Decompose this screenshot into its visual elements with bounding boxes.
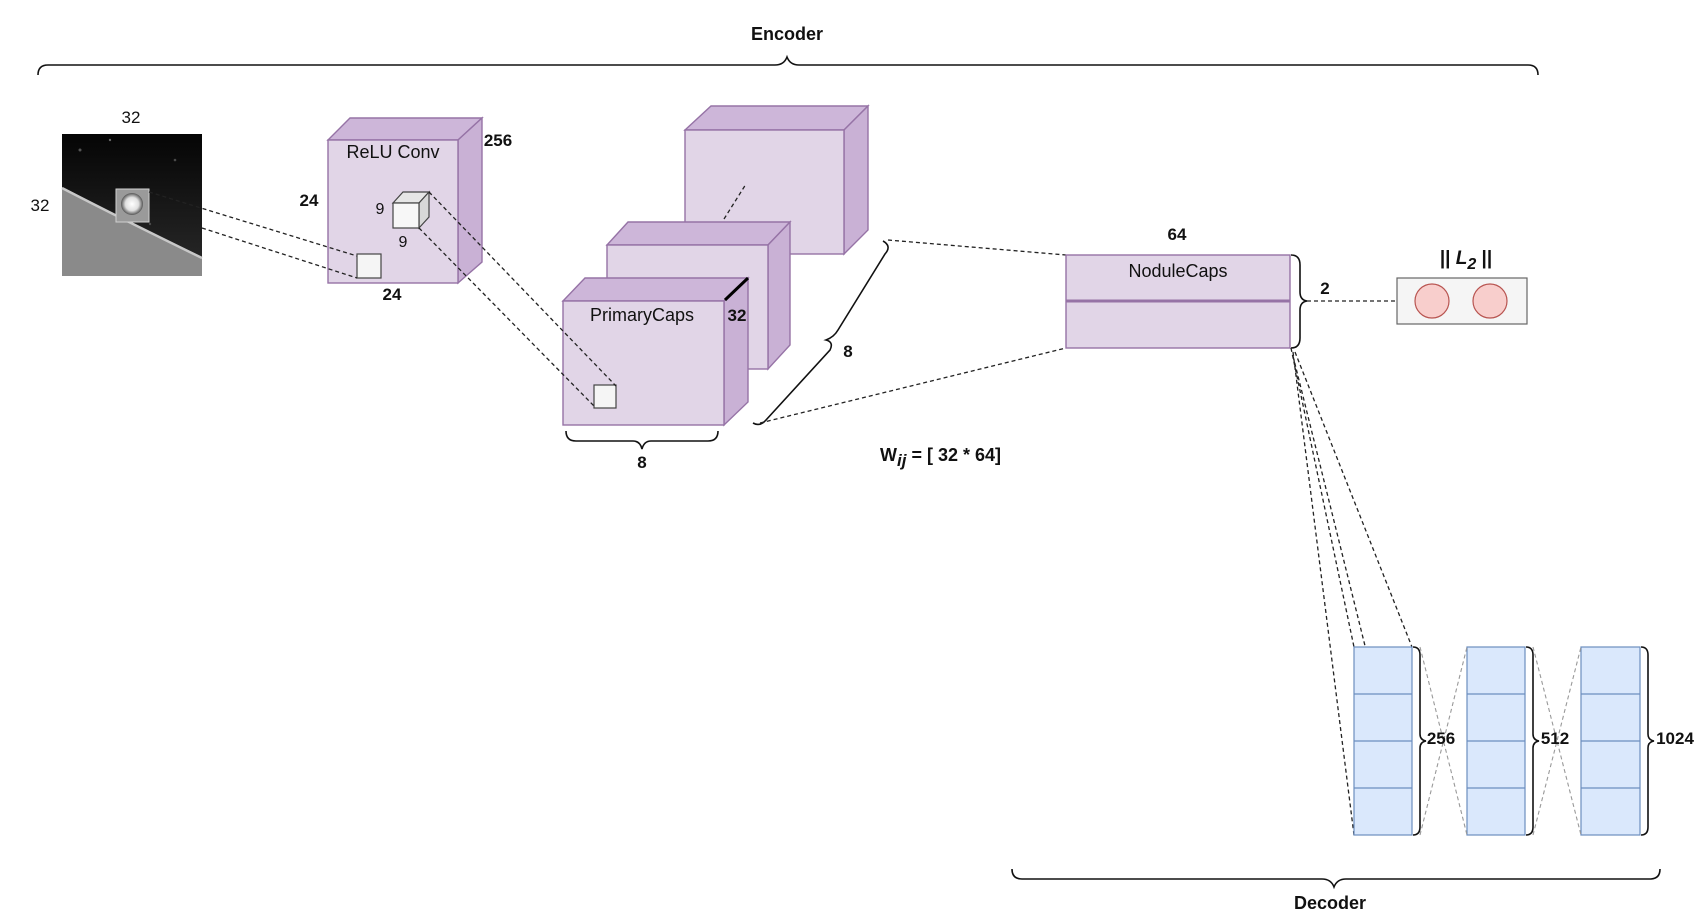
- projection-line: [887, 239, 1067, 256]
- decoder-layer-3-label: 1024: [1656, 729, 1694, 748]
- projection-line: [1294, 351, 1413, 648]
- kernel-width-label: 9: [376, 201, 385, 218]
- output-class-circle: [1472, 283, 1508, 319]
- decoder-layer-2-label: 512: [1541, 729, 1569, 748]
- decoder-brace: [1011, 868, 1661, 890]
- decoder-layer-3-brace: [1640, 646, 1655, 836]
- projection-line: [1292, 355, 1413, 836]
- primary-caps-width-brace: [565, 430, 719, 450]
- projection-line: [201, 227, 358, 279]
- relu-conv-block: [326, 116, 484, 285]
- decoder-connection: [1419, 646, 1468, 836]
- nodule-caps-block: [1065, 254, 1291, 349]
- decoder-layer-1-brace: [1412, 646, 1427, 836]
- decoder-layer-1: [1353, 646, 1413, 836]
- kernel-cube: [391, 190, 431, 230]
- primary-caps-depth-label: 32: [728, 306, 747, 325]
- nodule-caps-title: NoduleCaps: [1128, 261, 1227, 281]
- nodule-caps-brace: [1290, 254, 1308, 349]
- decoder-layer-2: [1466, 646, 1526, 836]
- relu-conv-receptive-field: [356, 253, 382, 279]
- projection-line: [759, 347, 1067, 424]
- l2-norm-label: || L2 ||: [1440, 248, 1492, 273]
- decoder-connection: [1532, 646, 1582, 836]
- relu-conv-depth-label: 256: [484, 131, 512, 150]
- primary-caps-title: PrimaryCaps: [590, 305, 694, 325]
- output-class-circle: [1414, 283, 1450, 319]
- nodule-caps-count-label: 2: [1320, 279, 1329, 298]
- input-height-label: 32: [31, 196, 50, 215]
- input-width-label: 32: [122, 108, 141, 127]
- primary-caps-depth-marker: [723, 276, 750, 302]
- primary-caps-stack-label: 8: [843, 342, 852, 361]
- projection-line: [428, 191, 617, 387]
- decoder-layer-3: [1580, 646, 1641, 836]
- nodule-caps-width-label: 64: [1168, 225, 1187, 244]
- primary-caps-receptive-field: [593, 384, 617, 409]
- decoder-layer-1-label: 256: [1427, 729, 1455, 748]
- weight-matrix-label: Wij = [ 32 * 64]: [880, 445, 1001, 470]
- decoder-connection: [1532, 646, 1582, 836]
- relu-conv-width-label: 24: [383, 285, 402, 304]
- projection-line: [148, 191, 358, 257]
- projection-line: [1290, 347, 1355, 648]
- input-image: [61, 134, 203, 276]
- relu-conv-height-label: 24: [300, 191, 319, 210]
- decoder-connection: [1419, 646, 1468, 836]
- primary-caps-width-label: 8: [637, 453, 646, 472]
- relu-conv-title: ReLU Conv: [346, 142, 439, 162]
- kernel-height-label: 9: [399, 234, 408, 251]
- encoder-label: Encoder: [751, 24, 823, 44]
- encoder-brace: [37, 54, 1539, 76]
- decoder-layer-2-brace: [1525, 646, 1540, 836]
- decoder-label: Decoder: [1294, 893, 1366, 913]
